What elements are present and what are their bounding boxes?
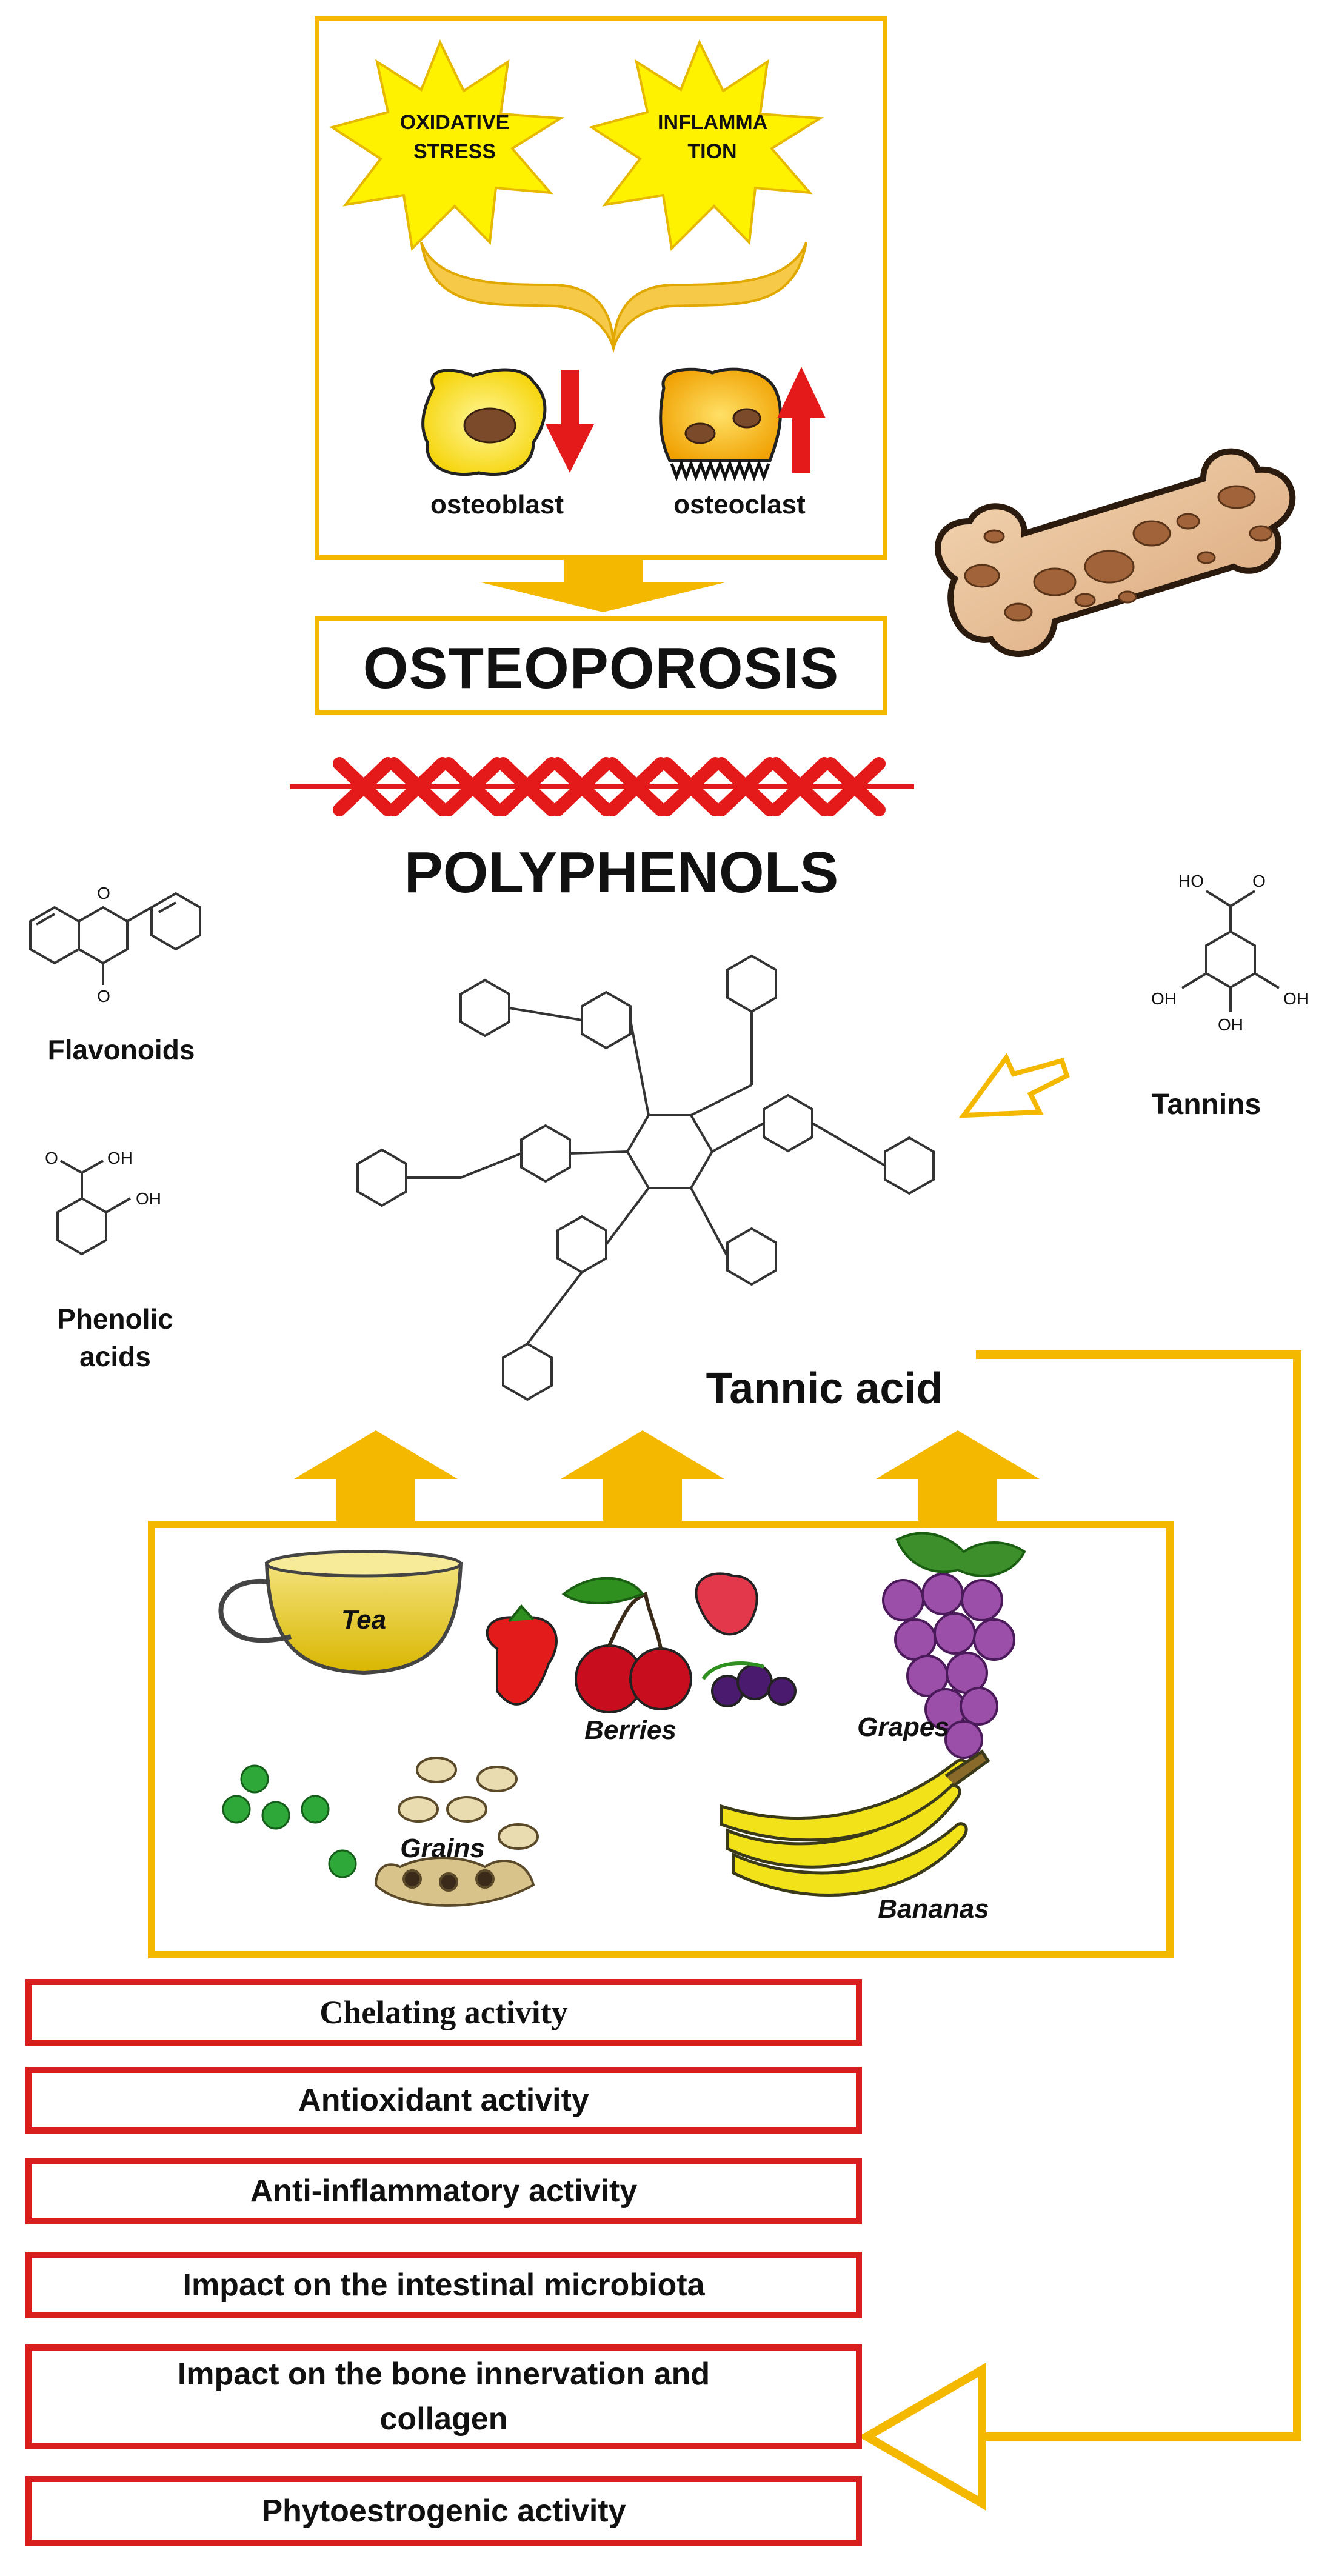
up-arrow-1 [294, 1430, 458, 1527]
tannins-label: Tannins [1151, 1089, 1261, 1121]
osteoclast-nucleus-2 [732, 408, 761, 429]
flavonoid-structure [29, 892, 201, 985]
activity-microbiota-label: Impact on the intestinal microbiota [182, 2267, 705, 2303]
osteoclast-nucleus-1 [684, 422, 716, 444]
bananas-label: Bananas [878, 1894, 989, 1924]
flavonoid-o-label: O [97, 884, 110, 903]
berries-image [486, 1572, 797, 1713]
osteoblast-label: osteoblast [430, 490, 564, 519]
inflammation-label: INFLAMMA TION [658, 111, 768, 163]
grains-label: Grains [400, 1834, 485, 1863]
phenolic-acids-label: Phenolic acids [57, 1303, 173, 1372]
activity-anti-inflammatory-label: Anti-inflammatory activity [250, 2174, 638, 2209]
activity-innervation-label: Impact on the bone innervation and colla… [177, 2357, 710, 2437]
red-x-marks [333, 757, 886, 816]
bananas-image [720, 1749, 990, 1897]
phenolic-oh-label-2: OH [136, 1189, 161, 1208]
connector-arrowhead [858, 2362, 986, 2511]
polyphenols-title: POLYPHENOLS [404, 840, 839, 905]
berries-label: Berries [584, 1715, 676, 1745]
sources-frame [148, 1521, 1174, 1958]
tannic-acid-structure [356, 954, 935, 1401]
activity-microbiota: Impact on the intestinal microbiota [25, 2252, 862, 2318]
activity-antioxidant: Antioxidant activity [25, 2067, 862, 2134]
curly-brace [420, 242, 807, 353]
oxidative-stress-burst [329, 39, 565, 252]
activity-innervation: Impact on the bone innervation and colla… [25, 2344, 862, 2449]
activity-chelating-label: Chelating activity [319, 1994, 568, 2030]
down-arrow-to-osteoporosis [479, 558, 727, 612]
phenolic-oh-label-1: OH [107, 1149, 133, 1167]
activity-phytoestrogenic-label: Phytoestrogenic activity [261, 2493, 626, 2529]
ruffled-border [670, 459, 770, 482]
grapes-image [882, 1532, 1026, 1759]
tannin-oh-label-2: OH [1283, 989, 1309, 1008]
osteoporosis-box [315, 616, 887, 715]
grains-image [374, 1757, 539, 1907]
tannic-acid-label: Tannic acid [706, 1364, 943, 1413]
tannin-ho-label: HO [1178, 872, 1204, 890]
osteoclast-label: osteoclast [673, 490, 806, 519]
tannin-o-label: O [1252, 872, 1266, 890]
inflammation-burst [589, 39, 824, 252]
up-arrow-2 [561, 1430, 724, 1527]
tannin-oh-label-3: OH [1218, 1015, 1243, 1034]
tannins-hollow-arrow [958, 1053, 1070, 1118]
decrease-arrow [546, 370, 594, 473]
osteoclast-cell [659, 367, 782, 462]
phenolic-o-label: O [45, 1149, 58, 1167]
tannic-acid-connector [976, 1350, 1301, 2441]
oxidative-stress-label: OXIDATIVE STRESS [399, 111, 510, 163]
grapes-label: Grapes [857, 1712, 949, 1742]
increase-arrow [777, 367, 826, 473]
activity-anti-inflammatory: Anti-inflammatory activity [25, 2158, 862, 2224]
phenolic-acid-structure [56, 1160, 131, 1256]
peas-image [222, 1764, 357, 1878]
osteoporosis-title: OSTEOPOROSIS [362, 636, 840, 701]
bone-image [935, 448, 1296, 657]
activity-antioxidant-label: Antioxidant activity [298, 2083, 589, 2118]
up-arrow-3 [876, 1430, 1040, 1527]
tea-label: Tea [341, 1605, 387, 1635]
flavonoid-carbonyl-o-label: O [97, 987, 110, 1006]
activity-chelating: Chelating activity [25, 1979, 862, 2046]
tea-cup [218, 1550, 463, 1675]
activity-phytoestrogenic: Phytoestrogenic activity [25, 2476, 862, 2546]
tannin-oh-label-1: OH [1151, 989, 1177, 1008]
flavonoids-label: Flavonoids [47, 1034, 195, 1066]
osteoblast-nucleus [463, 407, 516, 444]
tannin-structure [1181, 890, 1280, 1012]
